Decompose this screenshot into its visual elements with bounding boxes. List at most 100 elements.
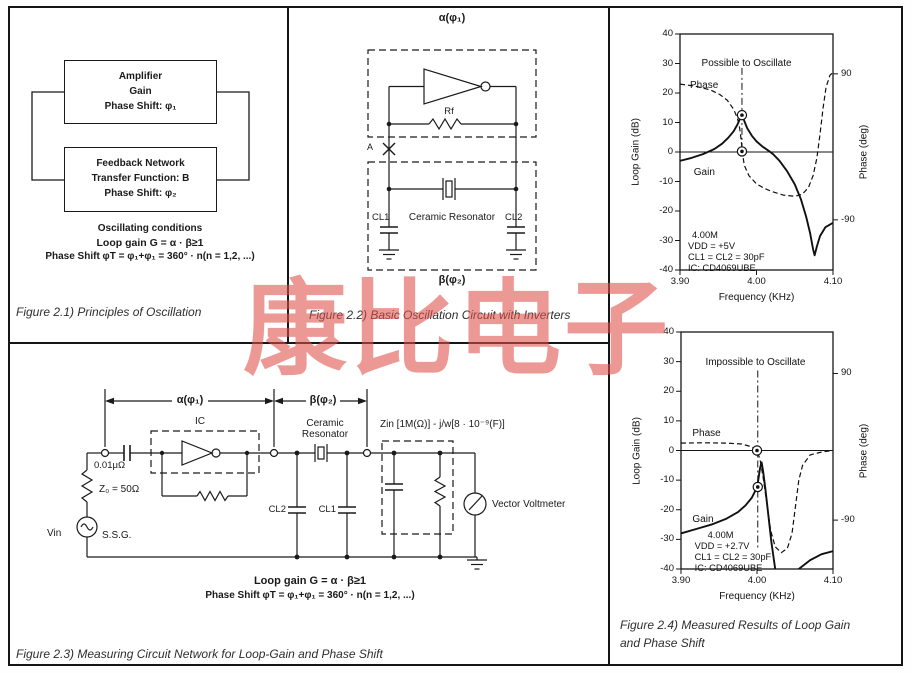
- rf-label: Rf: [444, 106, 454, 117]
- y-axis-tick: -10: [659, 175, 673, 187]
- figure-2-1-panel: Amplifier Gain Phase Shift: φ₁ Feedback …: [8, 6, 289, 344]
- load-capacitor-cl2: [507, 189, 525, 250]
- junction-dots: [159, 450, 443, 560]
- vector-voltmeter-label: Vector Voltmeter: [492, 499, 566, 510]
- figure-2-1-caption: Figure 2.1) Principles of Oscillation: [16, 305, 202, 319]
- zin-resistor: [433, 453, 447, 557]
- y-axis-tick: -20: [659, 205, 673, 216]
- alpha-phi1-label: α(φ₁): [173, 394, 207, 406]
- node-a-marker: [382, 142, 396, 156]
- figure-2-3-caption: Figure 2.3) Measuring Circuit Network fo…: [16, 647, 383, 661]
- x-axis-tick: 4.10: [823, 575, 843, 586]
- arrowheads: [105, 397, 367, 405]
- feedback-loop-wires: [31, 91, 250, 181]
- z0-value: Z₀ = 50Ω: [99, 484, 140, 495]
- cl1-label: CL1: [318, 504, 336, 515]
- feedback-resistor-rf: [389, 117, 516, 131]
- amplifier-line1: Amplifier: [118, 71, 163, 82]
- series-label-gain: Gain: [693, 166, 715, 178]
- ceramic-label-line2: Resonator: [301, 429, 349, 440]
- loop-wire-left: [31, 91, 64, 181]
- alpha-dashed-box: [367, 49, 537, 138]
- x-axis-tick: 4.00: [747, 575, 767, 586]
- ceramic-label-line1: Ceramic: [306, 418, 344, 429]
- voltmeter-symbol: [463, 453, 487, 557]
- y2-axis-title: Phase (deg): [858, 423, 870, 478]
- x-axis-tick: 4.10: [823, 276, 843, 287]
- ground-symbol: [467, 557, 487, 570]
- cl2-capacitor: [288, 453, 306, 557]
- x-axis-tick: 3.90: [670, 276, 690, 287]
- inverter-symbol: [181, 440, 221, 466]
- node-a-label: A: [367, 142, 374, 152]
- feedback-line3: Phase Shift: φ₂: [104, 188, 177, 199]
- y-axis-tick: -20: [660, 503, 674, 515]
- alpha-phi1-label: α(φ₁): [438, 12, 466, 24]
- loop-gain-condition: Loop gain G = α · β≥1: [96, 237, 204, 249]
- x-axis-title: Frequency (KHz): [719, 591, 795, 602]
- figure-2-2-panel: α(φ₁) Rf A CL1 Ceramic Resonator CL2 β(φ…: [287, 6, 610, 344]
- phase-shift-condition: Phase Shift φT = φ₁+φ₁ = 360° · n(n = 1,…: [45, 251, 255, 262]
- feedback-line2: Transfer Function: Β: [91, 173, 190, 184]
- y-axis-tick: 20: [663, 385, 674, 397]
- feedback-network-block: Feedback Network Transfer Function: Β Ph…: [64, 147, 217, 212]
- zin-dashed-box: [381, 440, 454, 535]
- feedback-line1: Feedback Network: [96, 158, 185, 169]
- zin-capacitor: [385, 453, 403, 557]
- oscillating-conditions-title: Oscillating conditions: [97, 223, 203, 234]
- y2-axis-tick: -90: [841, 514, 855, 526]
- z0-resistor: [80, 453, 94, 517]
- y-axis-tick: 40: [662, 28, 673, 39]
- load-capacitor-cl1: [380, 189, 398, 250]
- coupling-cap-value: 0.01μΩ: [94, 460, 126, 471]
- y-axis-title: Loop Gain (dB): [631, 416, 643, 485]
- chart-canvas: [676, 331, 838, 574]
- chart-canvas: [675, 33, 838, 275]
- y-axis-tick: 20: [662, 87, 673, 98]
- ceramic-resonator-label: Ceramic Resonator: [408, 212, 496, 223]
- resonator-symbol: [314, 444, 328, 462]
- y-axis-tick: 0: [667, 146, 673, 157]
- x-axis-tick: 4.00: [747, 276, 766, 287]
- y2-axis-title: Phase (deg): [858, 124, 870, 180]
- y-axis-tick: 40: [663, 326, 674, 337]
- chart-title: Possible to Oscillate: [701, 57, 792, 69]
- zin-expression: Zin [1M(Ω)] - j/w[8 · 10⁻⁹(F)]: [380, 419, 505, 430]
- series-label-phase: Phase: [692, 428, 721, 440]
- y-axis-title: Loop Gain (dB): [630, 118, 642, 186]
- cl1-label: CL1: [372, 212, 390, 223]
- ic-dashed-box: [150, 430, 260, 474]
- figure-2-3-panel: α(φ₁) β(φ₂) IC 0.01μΩ Z₀ = 50Ω Vin S.S.G…: [8, 342, 610, 666]
- vin-label: Vin: [47, 528, 62, 539]
- phase-shift-equation: Phase Shift φT = φ₁+φ₁ = 360° · n(n = 1,…: [205, 590, 415, 601]
- figure-2-2-caption: Figure 2.2) Basic Oscillation Circuit wi…: [309, 308, 571, 322]
- x-axis-title: Frequency (KHz): [718, 292, 795, 303]
- amplifier-block: Amplifier Gain Phase Shift: φ₁: [64, 60, 217, 124]
- coupling-capacitor: [123, 445, 131, 461]
- beta-dashed-box: [367, 161, 537, 271]
- y-axis-tick: -30: [660, 533, 674, 545]
- junction-dots: [386, 121, 519, 192]
- y-axis-tick: 10: [662, 116, 673, 128]
- ground-symbol-right: [506, 249, 526, 260]
- signal-generator-symbol: [76, 516, 98, 557]
- oscillation-circuit-drawing: [367, 49, 537, 271]
- x-axis-tick: 3.90: [671, 575, 691, 586]
- beta-phi2-label: β(φ₂): [438, 274, 466, 286]
- y2-axis-tick: 90: [841, 367, 852, 379]
- y2-axis-tick: -90: [841, 213, 855, 225]
- y-axis-tick: 10: [663, 414, 674, 426]
- measuring-circuit-drawing: [76, 389, 487, 570]
- amplifier-line3: Phase Shift: φ₁: [104, 101, 177, 112]
- y-axis-tick: -40: [659, 264, 673, 275]
- cl2-label: CL2: [268, 504, 286, 515]
- figure-2-4-caption-line1: Figure 2.4) Measured Results of Loop Gai…: [620, 618, 851, 632]
- inverter-symbol: [389, 68, 516, 105]
- loop-gain-equation: Loop gain G = α · β≥1: [253, 575, 367, 587]
